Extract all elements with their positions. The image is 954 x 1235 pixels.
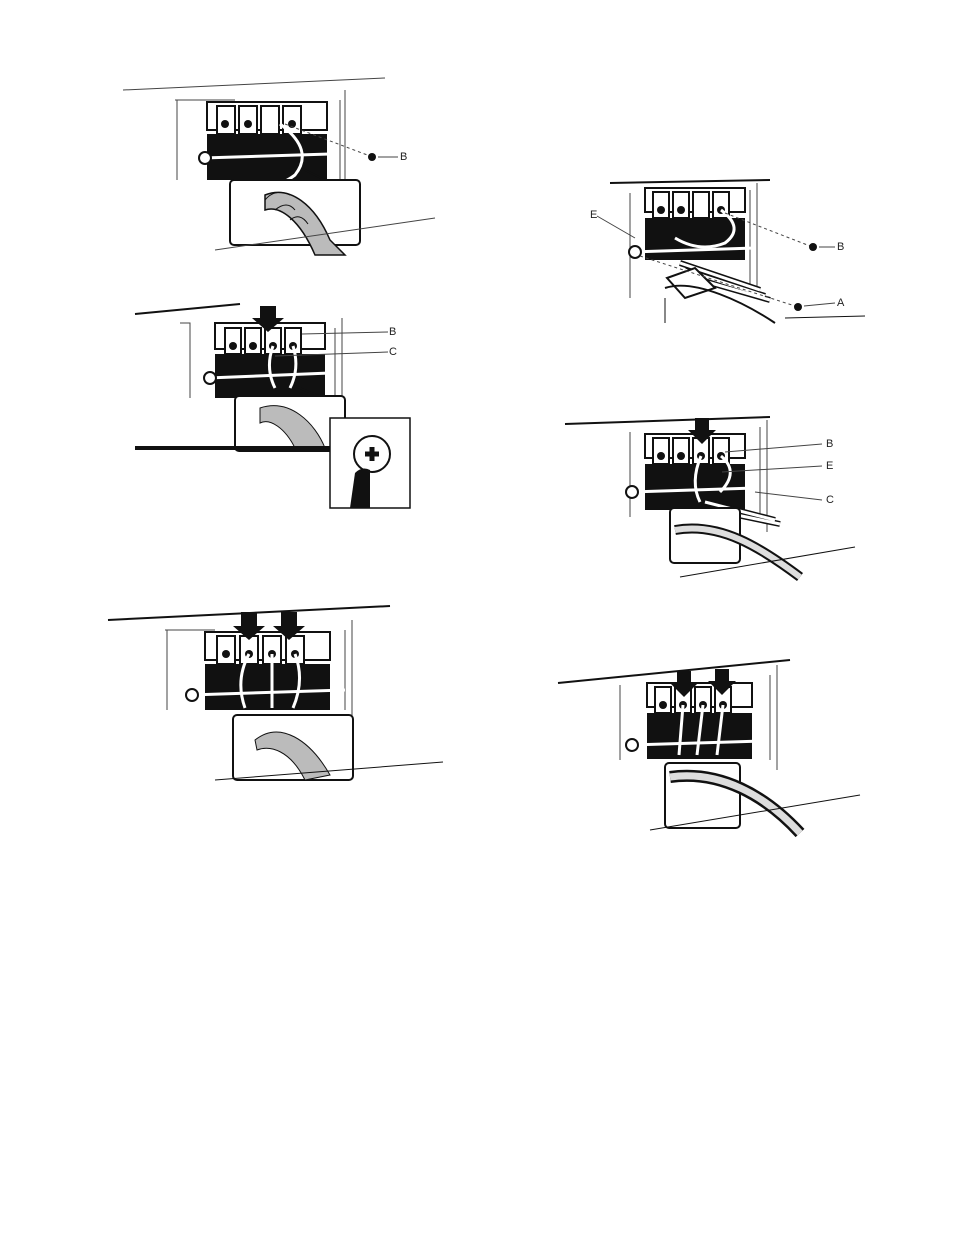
figure-cord-connection-step-3 xyxy=(557,659,861,838)
callout-b: B xyxy=(826,438,833,450)
callout-b: B xyxy=(400,151,407,163)
figure-terminal-block-step-2: B C xyxy=(134,303,411,509)
callout-c: C xyxy=(389,346,397,358)
callout-b: B xyxy=(837,241,844,253)
callout-c: C xyxy=(826,494,834,506)
figure-terminal-block-step-3 xyxy=(107,605,444,781)
callout-e: E xyxy=(590,209,597,221)
figure-terminal-block-step-1: B xyxy=(122,77,436,256)
callout-e: E xyxy=(826,460,833,472)
figure-cord-connection-step-1: E B A xyxy=(590,179,866,324)
figure-cord-connection-step-2: B E C xyxy=(564,416,856,582)
callout-a: A xyxy=(837,297,845,309)
callout-b: B xyxy=(389,326,396,338)
